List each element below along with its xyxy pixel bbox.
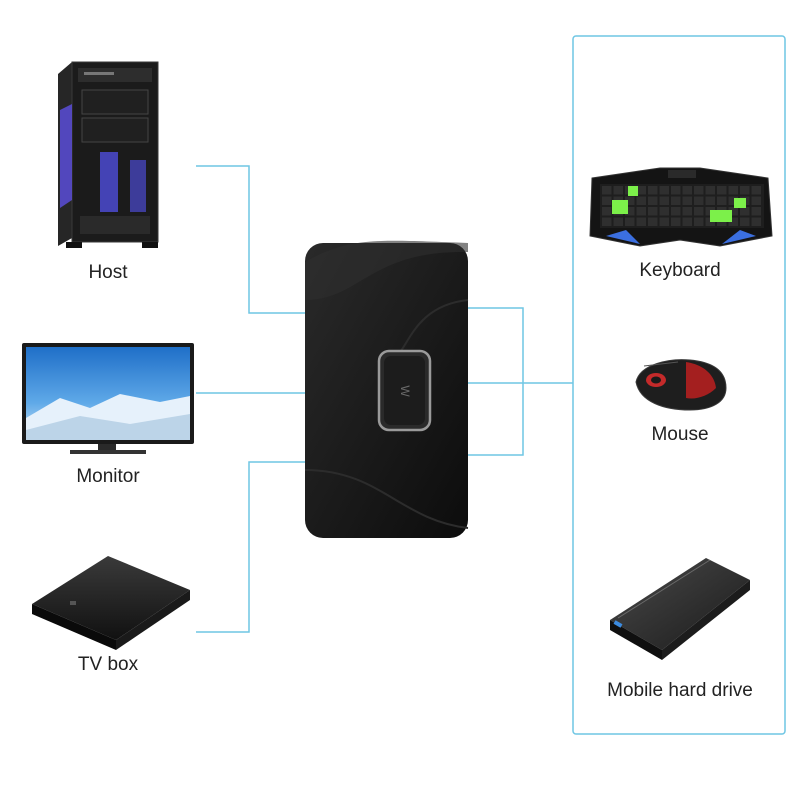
right-top-connector-line [468, 307, 524, 383]
keyboard-key [751, 186, 761, 195]
peripherals-frame [572, 35, 786, 735]
keyboard-key [613, 186, 623, 195]
keyboard-label: Keyboard [639, 260, 721, 281]
keyboard-key [671, 186, 681, 195]
host-connector-line [196, 165, 305, 314]
keyboard-key [740, 207, 750, 216]
keyboard-key [602, 196, 612, 205]
keyboard-key [636, 196, 646, 205]
keyboard-key [740, 186, 750, 195]
keyboard-key [682, 186, 692, 195]
keyboard-key [705, 196, 715, 205]
keyboard-key [728, 186, 738, 195]
keyboard-icon [589, 167, 773, 247]
keyboard-key [625, 207, 635, 216]
keyboard-key [751, 217, 761, 226]
connection-lines [196, 35, 786, 735]
monitor-label: Monitor [76, 466, 140, 487]
switch-button-glyph: W [398, 385, 412, 397]
hdd-label: Mobile hard drive [607, 680, 753, 701]
keyboard-key [659, 207, 669, 216]
pc-tower-icon [58, 61, 159, 248]
monitor-icon [22, 343, 194, 454]
keyboard-key [717, 196, 727, 205]
keyboard-key [648, 186, 658, 195]
keyboard-key [705, 186, 715, 195]
hard-drive-icon [610, 558, 750, 660]
keyboard-key [717, 186, 727, 195]
keyboard-key [694, 217, 704, 226]
keyboard-key [636, 207, 646, 216]
keyboard-key [671, 217, 681, 226]
keyboard-key [694, 207, 704, 216]
keyboard-key [648, 217, 658, 226]
keyboard-key [602, 186, 612, 195]
keyboard-key [728, 217, 738, 226]
tvbox-label: TV box [77, 654, 139, 675]
keyboard-key [636, 217, 646, 226]
keyboard-key [659, 196, 669, 205]
keyboard-key [648, 196, 658, 205]
keyboard-key [602, 217, 612, 226]
right-bottom-connector-line [468, 383, 524, 456]
keyboard-key [682, 196, 692, 205]
tv-box-icon [32, 556, 190, 650]
keyboard-key [625, 217, 635, 226]
keyboard-key [682, 207, 692, 216]
keyboard-key [728, 207, 738, 216]
keyboard-key [625, 196, 635, 205]
keyboard-key [613, 217, 623, 226]
keyboard-key [682, 217, 692, 226]
keyboard-key [751, 196, 761, 205]
keyboard-key [751, 207, 761, 216]
keyboard-key [636, 186, 646, 195]
tvbox-connector-line [196, 461, 305, 633]
keyboard-key [671, 196, 681, 205]
keyboard-key [728, 196, 738, 205]
keyboard-key [671, 207, 681, 216]
kvm-switch-icon: W [304, 240, 469, 538]
keyboard-key [648, 207, 658, 216]
mouse-label: Mouse [651, 424, 709, 445]
keyboard-key [694, 186, 704, 195]
keyboard-key [659, 186, 669, 195]
keyboard-key [694, 196, 704, 205]
keyboard-key [740, 217, 750, 226]
keyboard-key [659, 217, 669, 226]
keyboard-key [602, 207, 612, 216]
host-label: Host [88, 262, 128, 283]
mouse-icon [635, 359, 727, 411]
